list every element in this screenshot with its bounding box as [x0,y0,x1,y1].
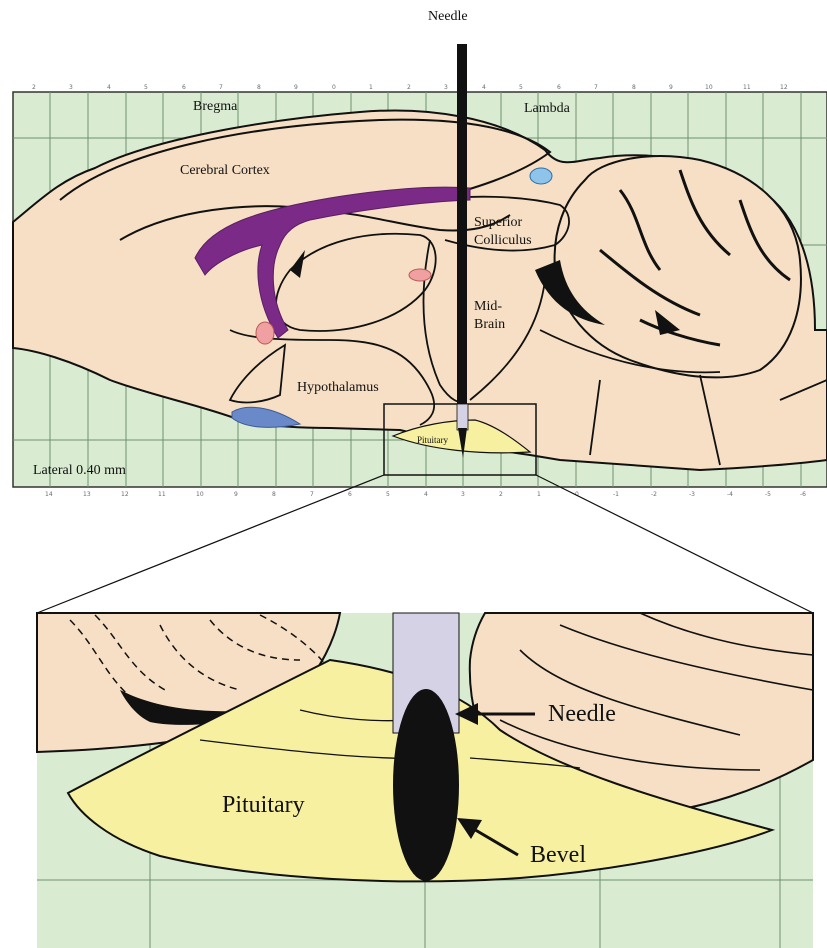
bottom-tick: -5 [765,491,771,498]
bottom-tick: 4 [424,491,428,498]
top-tick: 6 [182,84,186,91]
top-tick: 9 [669,84,673,91]
hypothalamus-label: Hypothalamus [297,380,379,395]
top-tick: 0 [332,84,336,91]
needle-shaft [457,44,467,406]
needle-top-label: Needle [428,9,468,24]
bottom-tick: 2 [499,491,503,498]
bottom-tick: 1 [537,491,541,498]
bottom-tick: 14 [45,491,53,498]
pink-nucleus-lower [256,322,274,344]
bottom-tick: 3 [461,491,465,498]
top-tick: 5 [144,84,148,91]
pituitary-large-label: Pituitary [222,792,305,818]
bottom-tick: -3 [689,491,695,498]
top-tick: 4 [482,84,486,91]
top-tick: 11 [743,84,751,91]
bottom-tick: 6 [348,491,352,498]
bottom-tick: -6 [800,491,806,498]
top-tick: 6 [557,84,561,91]
top-tick: 8 [632,84,636,91]
bottom-tick: 11 [158,491,166,498]
pineal-gland [530,168,552,184]
pituitary-small-label: Pituitary [417,435,448,445]
bottom-tick: -1 [613,491,619,498]
bottom-tick: 10 [196,491,204,498]
needle-sheath [457,404,468,430]
inset-needle-bevel [393,689,459,881]
midbrain-label-line2: Brain [474,317,505,332]
top-tick: 1 [369,84,373,91]
top-tick: 12 [780,84,788,91]
top-tick: 10 [705,84,713,91]
top-tick: 8 [257,84,261,91]
bregma-label: Bregma [193,99,238,114]
top-ruler: 2 3 4 5 6 7 8 9 0 1 2 3 4 5 6 7 8 9 10 1… [32,84,788,91]
top-tick: 4 [107,84,111,91]
top-tick: 2 [407,84,411,91]
top-tick: 2 [32,84,36,91]
lambda-label: Lambda [524,101,571,116]
bottom-tick: -2 [651,491,657,498]
atlas-panel: 2 3 4 5 6 7 8 9 0 1 2 3 4 5 6 7 8 9 10 1… [13,9,827,498]
bottom-tick: -4 [727,491,733,498]
midbrain-label-line1: Mid- [474,299,502,314]
top-tick: 5 [519,84,523,91]
lateral-label: Lateral 0.40 mm [33,463,126,478]
zoom-connector-right [536,475,813,613]
cerebral-cortex-label: Cerebral Cortex [180,163,270,178]
bottom-tick: 8 [272,491,276,498]
superior-colliculus-label-line1: Superior [474,215,523,230]
inset-needle-label: Needle [548,701,616,727]
top-tick: 3 [69,84,73,91]
bottom-tick: 5 [386,491,390,498]
bottom-tick: 9 [234,491,238,498]
bottom-ruler: 14 13 12 11 10 9 8 7 6 5 4 3 2 1 0 -1 -2… [45,491,806,498]
superior-colliculus-label-line2: Colliculus [474,233,532,248]
bevel-label: Bevel [530,842,586,868]
inset-panel: Pituitary Needle Bevel [37,613,813,948]
top-tick: 7 [594,84,598,91]
bottom-tick: 13 [83,491,91,498]
pink-nucleus-upper [409,269,431,281]
bottom-tick: 12 [121,491,129,498]
top-tick: 3 [444,84,448,91]
bottom-tick: 7 [310,491,314,498]
top-tick: 9 [294,84,298,91]
top-tick: 7 [219,84,223,91]
